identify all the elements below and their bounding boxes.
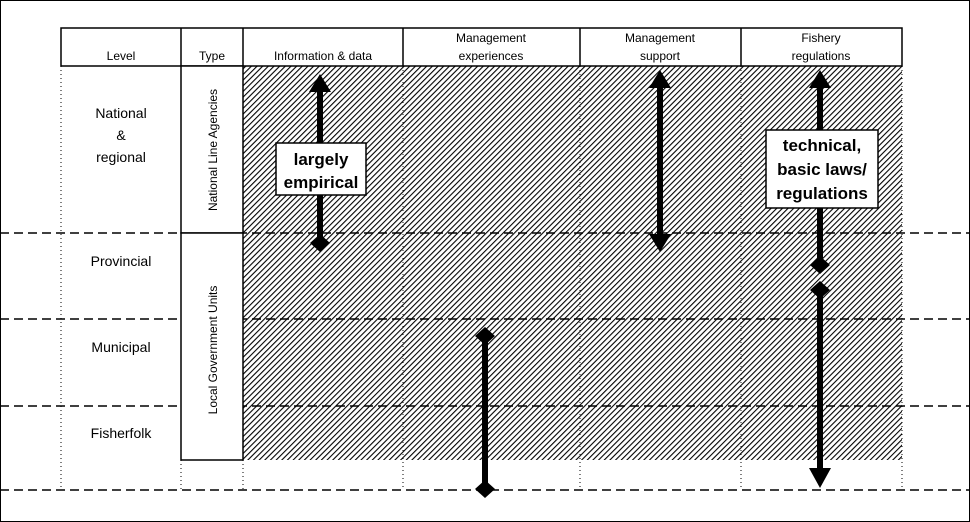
info-label-2: empirical xyxy=(284,173,359,192)
fishery-label-box: technical, basic laws/ regulations xyxy=(765,129,879,209)
info-label-box: largely empirical xyxy=(275,142,367,196)
arrow-down-icon xyxy=(649,234,671,252)
header-fishery-regulations-2: regulations xyxy=(792,49,851,63)
header-management-experiences-2: experiences xyxy=(459,49,524,63)
level-national-1: National xyxy=(95,105,146,121)
header-management-experiences-1: Management xyxy=(456,31,527,45)
level-national-3: regional xyxy=(96,149,146,165)
fishery-label-1: technical, xyxy=(783,136,861,155)
arrow-up-icon xyxy=(649,70,671,88)
type-national-box xyxy=(180,65,244,234)
header-row: Level Type Information & data Management… xyxy=(60,27,903,67)
info-label-1: largely xyxy=(294,150,349,169)
header-type: Type xyxy=(199,49,225,63)
arrow-up-icon xyxy=(809,70,831,88)
level-provincial: Provincial xyxy=(91,253,152,269)
header-management-support-1: Management xyxy=(625,31,696,45)
diamond-icon xyxy=(810,256,830,274)
diamond-icon xyxy=(475,327,495,345)
fishery-label-2: basic laws/ xyxy=(777,160,867,179)
header-information-data: Information & data xyxy=(274,49,372,63)
level-municipal: Municipal xyxy=(91,339,150,355)
support-arrow xyxy=(649,70,671,252)
level-fisherfolk: Fisherfolk xyxy=(91,425,153,441)
type-national-label: National Line Agencies xyxy=(206,89,220,211)
header-management-support-2: support xyxy=(640,49,681,63)
experiences-arrow xyxy=(475,327,495,498)
arrow-down-icon xyxy=(809,468,831,488)
header-level: Level xyxy=(107,49,136,63)
fishery-label-3: regulations xyxy=(776,184,868,203)
hatched-area xyxy=(243,66,902,460)
diamond-icon xyxy=(310,234,330,252)
level-national-2: & xyxy=(116,127,126,143)
arrow-up-icon xyxy=(309,74,331,92)
type-local-label: Local Government Units xyxy=(206,286,220,415)
column-dividers xyxy=(60,66,903,490)
diamond-icon xyxy=(810,281,830,299)
diamond-icon xyxy=(475,480,495,498)
type-local-box xyxy=(180,232,244,461)
header-fishery-regulations-1: Fishery xyxy=(801,31,840,45)
